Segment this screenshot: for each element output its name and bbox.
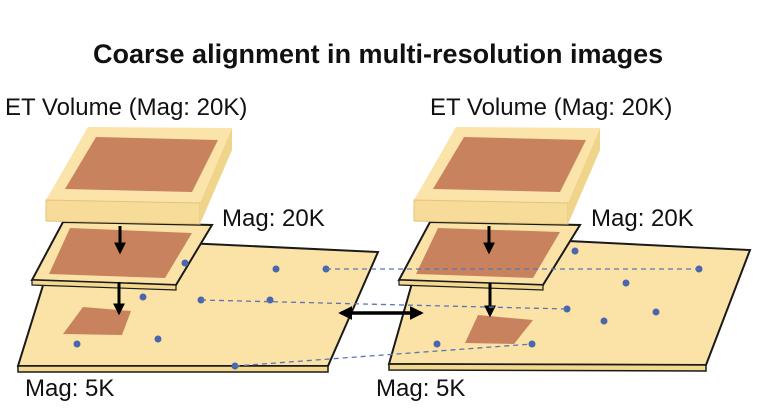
right-panel: ET Volume (Mag: 20K) Mag: 20K Mag: 5K bbox=[376, 94, 752, 402]
left-dot bbox=[181, 259, 189, 267]
left-mid-label: Mag: 20K bbox=[222, 205, 325, 232]
diagram-title: Coarse alignment in multi-resolution ima… bbox=[93, 39, 663, 69]
right-volume-box-front bbox=[413, 199, 569, 225]
right-volume-inner-square bbox=[433, 137, 586, 192]
left-volume-box-front bbox=[45, 199, 201, 225]
right-bottom-inner-square bbox=[465, 315, 533, 344]
correspondence-lines bbox=[200, 268, 699, 367]
left-bottom-plate-edge bbox=[17, 365, 329, 373]
right-dot bbox=[600, 317, 608, 325]
right-bottom-label: Mag: 5K bbox=[376, 375, 465, 402]
right-bottom-plate-edge bbox=[388, 363, 707, 372]
left-dot bbox=[154, 335, 162, 343]
left-dot bbox=[73, 340, 81, 348]
left-dot bbox=[266, 296, 274, 304]
left-panel: ET Volume (Mag: 20K) Mag: 20K Mag: 5K bbox=[5, 94, 380, 402]
left-mid-plate-edge bbox=[31, 279, 177, 291]
right-dot bbox=[622, 279, 630, 287]
left-bottom-label: Mag: 5K bbox=[25, 375, 114, 402]
right-dot bbox=[652, 308, 660, 316]
correspondence-line bbox=[200, 299, 568, 310]
right-dot bbox=[433, 340, 441, 348]
correspondence-line bbox=[234, 343, 533, 367]
right-dot bbox=[563, 305, 571, 313]
right-dot bbox=[571, 247, 579, 255]
left-dot bbox=[272, 265, 280, 273]
right-mid-plate-edge bbox=[398, 279, 544, 291]
right-mid-label: Mag: 20K bbox=[591, 205, 694, 232]
right-volume-box-side bbox=[568, 128, 600, 224]
left-volume-inner-square bbox=[65, 137, 218, 192]
left-volume-box-side bbox=[200, 128, 232, 224]
left-volume-label: ET Volume (Mag: 20K) bbox=[5, 94, 247, 121]
right-volume-label: ET Volume (Mag: 20K) bbox=[430, 94, 672, 121]
left-dot bbox=[139, 293, 147, 301]
